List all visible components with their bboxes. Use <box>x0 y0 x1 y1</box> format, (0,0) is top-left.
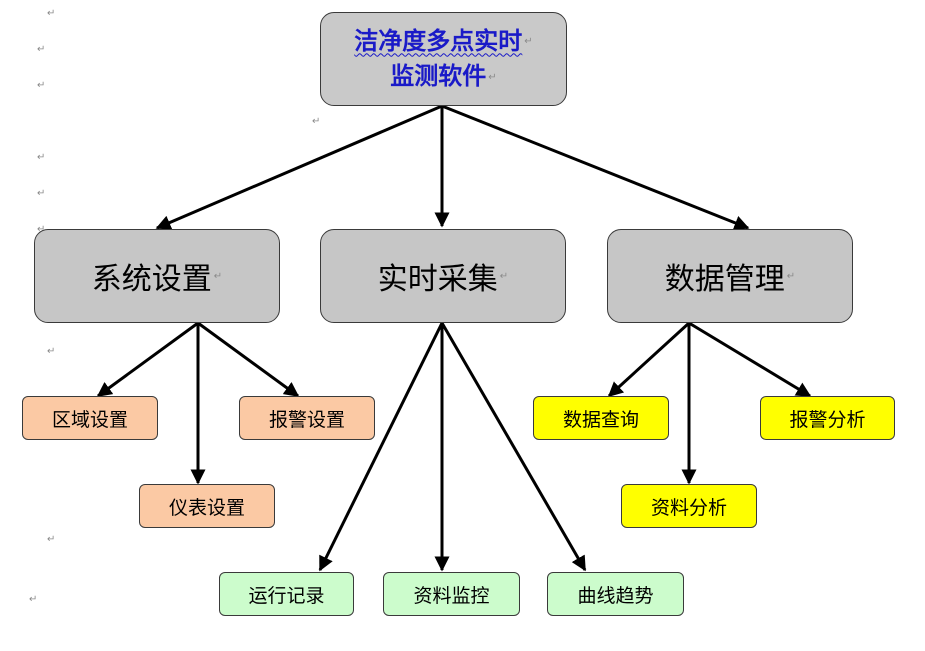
arrow-realtime-to-curve-trend <box>440 322 587 572</box>
alarm-settings-node: 报警设置 <box>239 396 375 440</box>
return-mark: ↵ <box>499 270 509 282</box>
paragraph-mark: ↵ <box>37 224 46 235</box>
instrument-settings-label: 仪表设置 <box>168 496 245 519</box>
paragraph-mark: ↵ <box>29 594 38 605</box>
alarm-settings-label: 报警设置 <box>268 408 345 431</box>
data-analysis-node: 资料分析 <box>621 484 757 528</box>
root-title-line1: 洁净度多点实时 <box>354 25 523 55</box>
paragraph-mark: ↵ <box>37 44 46 55</box>
paragraph-mark: ↵ <box>37 152 46 163</box>
paragraph-mark: ↵ <box>47 534 56 545</box>
system-settings-label: 系统设置 <box>91 262 212 297</box>
data-query-label: 数据查询 <box>562 408 639 431</box>
realtime-collection-node: 实时采集↵ <box>320 229 566 323</box>
alarm-analysis-label: 报警分析 <box>789 408 866 431</box>
arrow-system-to-area-settings <box>96 321 199 398</box>
paragraph-mark: ↵ <box>37 188 46 199</box>
run-records-label: 运行记录 <box>248 584 325 607</box>
return-mark: ↵ <box>213 270 223 282</box>
alarm-analysis-node: 报警分析 <box>760 396 895 440</box>
arrow-root-to-system-settings <box>155 104 443 230</box>
area-settings-node: 区域设置 <box>22 396 158 440</box>
return-mark: ↵ <box>786 270 796 282</box>
root-title-line2: 监测软件 <box>390 61 487 90</box>
data-management-label: 数据管理 <box>664 262 785 297</box>
data-management-node: 数据管理↵ <box>607 229 853 323</box>
arrow-root-to-data-management <box>441 104 750 230</box>
arrow-data-to-data-query <box>607 321 691 398</box>
arrow-system-to-alarm-settings <box>197 321 300 398</box>
arrow-realtime-to-run-records <box>318 322 444 572</box>
area-settings-label: 区域设置 <box>51 408 128 431</box>
curve-trend-node: 曲线趋势 <box>547 572 684 616</box>
data-analysis-label: 资料分析 <box>650 496 727 519</box>
data-query-node: 数据查询 <box>533 396 669 440</box>
return-mark: ↵ <box>524 36 533 47</box>
arrow-data-to-alarm-analysis <box>688 321 812 398</box>
return-mark: ↵ <box>488 71 497 83</box>
realtime-collection-label: 实时采集 <box>377 262 498 297</box>
paragraph-mark: ↵ <box>312 116 321 127</box>
paragraph-mark: ↵ <box>47 8 56 19</box>
data-monitoring-node: 资料监控 <box>383 572 520 616</box>
run-records-node: 运行记录 <box>219 572 354 616</box>
paragraph-mark: ↵ <box>37 80 46 91</box>
root-title-line1-row: 洁净度多点实时↵ <box>354 24 532 60</box>
paragraph-mark: ↵ <box>47 346 56 357</box>
data-monitoring-label: 资料监控 <box>413 584 490 607</box>
instrument-settings-node: 仪表设置 <box>139 484 275 528</box>
system-settings-node: 系统设置↵ <box>34 229 280 323</box>
curve-trend-label: 曲线趋势 <box>577 584 654 607</box>
root-node: 洁净度多点实时↵ 监测软件↵ <box>320 12 567 106</box>
root-title-line2-row: 监测软件↵ <box>390 59 496 95</box>
